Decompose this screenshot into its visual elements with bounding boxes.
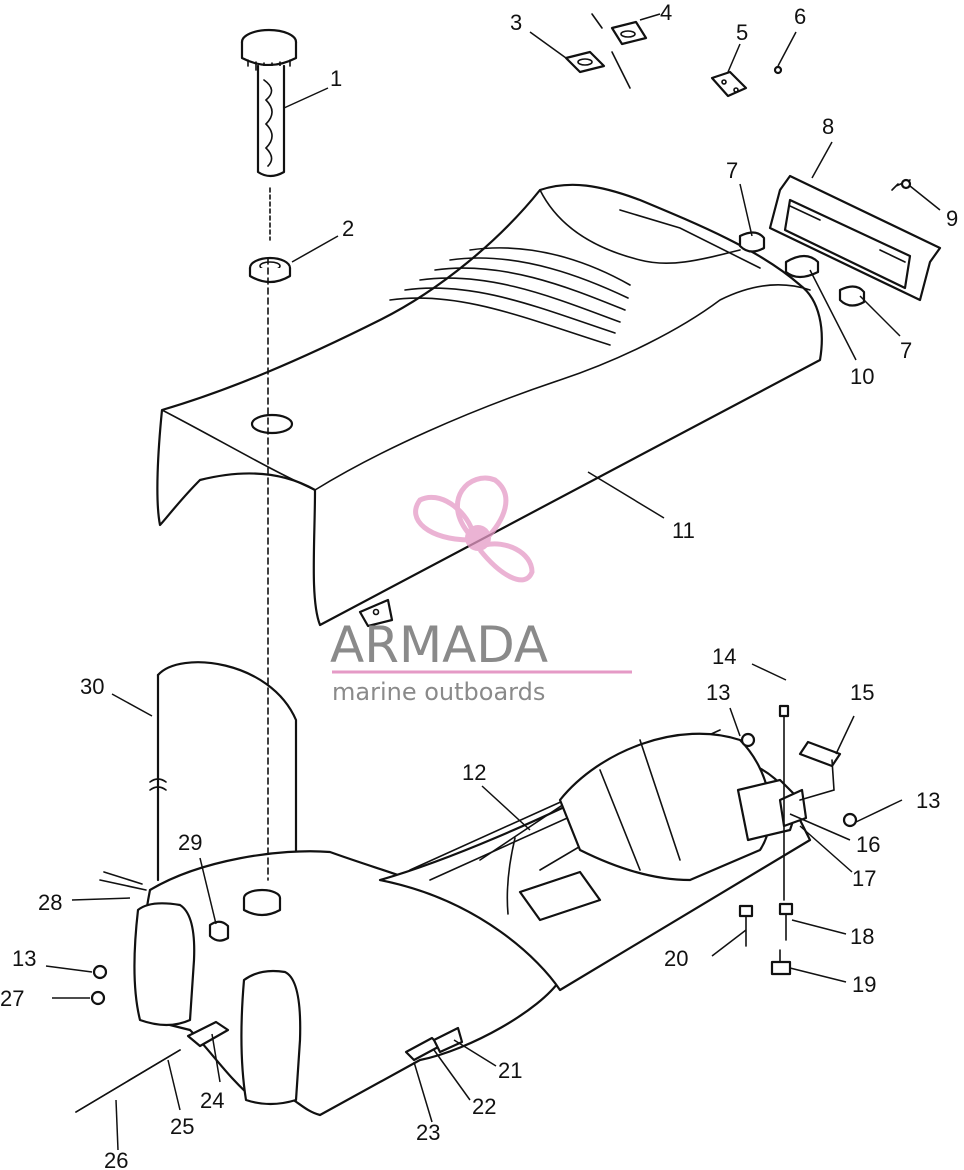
callout-3: 3 (510, 10, 522, 35)
callout-11: 11 (672, 518, 695, 543)
callout-1: 1 (330, 66, 342, 91)
callout-6: 6 (794, 4, 806, 29)
fuel-tank-part (75, 257, 812, 1117)
leader-lines (45, 13, 941, 1151)
callout-4: 4 (660, 0, 672, 25)
callout-5: 5 (736, 20, 748, 45)
taillight-housing-part (738, 174, 942, 307)
callout-15: 15 (850, 680, 874, 705)
callout-13b: 13 (916, 788, 940, 813)
callout-20: 20 (664, 946, 688, 971)
callout-16: 16 (856, 832, 880, 857)
callout-26: 26 (104, 1148, 128, 1170)
callout-18: 18 (850, 924, 874, 949)
propeller-logo (413, 475, 535, 583)
callout-22: 22 (472, 1094, 496, 1119)
callout-19: 19 (852, 972, 876, 997)
fuel-cap-part (240, 28, 298, 241)
callout-13c: 13 (12, 946, 36, 971)
seat-cover-part (156, 183, 823, 628)
callout-27: 27 (0, 986, 24, 1011)
callout-21: 21 (498, 1058, 522, 1083)
callout-24: 24 (200, 1088, 224, 1113)
callout-13a: 13 (706, 680, 730, 705)
callout-25: 25 (170, 1114, 194, 1139)
callout-7b: 7 (900, 338, 912, 363)
callout-9: 9 (946, 206, 958, 231)
hardware-right (90, 704, 858, 1006)
callout-14: 14 (712, 644, 736, 669)
small-hardware (564, 13, 783, 98)
callout-29: 29 (178, 830, 202, 855)
armada-watermark: ARMADA marine outboards (330, 475, 632, 706)
callout-12: 12 (462, 760, 486, 785)
callout-8: 8 (822, 114, 834, 139)
callout-23: 23 (416, 1120, 440, 1145)
callout-7a: 7 (726, 158, 738, 183)
watermark-brand: ARMADA (330, 616, 548, 674)
callout-28: 28 (38, 890, 62, 915)
callout-30: 30 (80, 674, 104, 699)
watermark-tagline: marine outboards (332, 678, 545, 706)
grommet-part (248, 256, 292, 284)
callout-10: 10 (850, 364, 874, 389)
callout-17: 17 (852, 866, 876, 891)
callout-2: 2 (342, 216, 354, 241)
